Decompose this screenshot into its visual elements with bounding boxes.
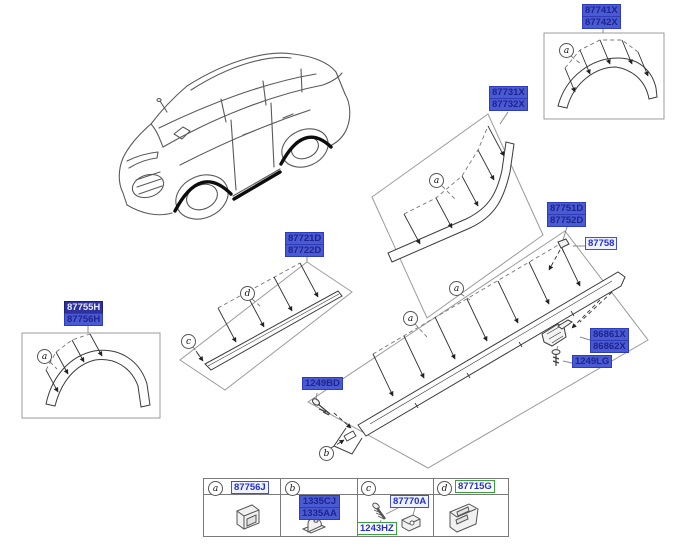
callout-a-sill-1: a: [449, 281, 464, 296]
part-label-bolt-1249lg[interactable]: 1249LG: [572, 355, 613, 368]
part-number[interactable]: 1335AA: [299, 507, 340, 520]
part-bracket-86861: [541, 291, 613, 366]
legend-icon-screw-clip-c: [372, 502, 421, 532]
part-label-quarter-garnish[interactable]: 87731X 87732X: [489, 86, 528, 111]
part-label-door-moulding[interactable]: 87721D 87722D: [285, 232, 325, 257]
part-label-1243hz[interactable]: 1243HZ: [357, 522, 397, 535]
panel-frames: [21, 32, 665, 469]
part-number[interactable]: 87752D: [547, 214, 587, 227]
callout-a-front-arch: a: [37, 349, 52, 364]
part-label-bracket[interactable]: 86861X 86862X: [590, 328, 629, 353]
part-label-87756j[interactable]: 87756J: [231, 481, 269, 494]
legend-header-divider: [204, 494, 508, 495]
part-label-sill-moulding[interactable]: 87751D 87752D: [547, 202, 587, 227]
part-bolt-1249bd: [311, 398, 352, 429]
car-highlighted-mouldings: [173, 135, 333, 213]
part-number[interactable]: 1249BD: [302, 377, 343, 390]
part-number[interactable]: 87732X: [489, 98, 528, 111]
part-label-clip-87758[interactable]: 87758: [585, 237, 618, 250]
part-number[interactable]: 87758: [585, 237, 618, 250]
part-number[interactable]: 86862X: [590, 340, 629, 353]
callout-a-quarter: a: [429, 173, 444, 188]
label-connectors: [87, 26, 604, 400]
part-label-bolt-1249bd[interactable]: 1249BD: [302, 377, 343, 390]
legend-key-b: b: [285, 481, 300, 496]
part-label-1335[interactable]: 1335CJ 1335AA: [299, 495, 340, 520]
legend-key-a: a: [208, 481, 223, 496]
part-number[interactable]: 87742X: [582, 16, 621, 29]
legend-divider: [433, 479, 434, 536]
part-label-87770a[interactable]: 87770A: [390, 495, 430, 508]
part-front-arch-garnish: [45, 333, 151, 408]
part-clip-87758: [548, 238, 570, 271]
callout-c-door: c: [181, 334, 196, 349]
part-rear-arch-garnish: [557, 39, 658, 109]
callout-a-sill-2: a: [403, 311, 418, 326]
callout-a-rear-arch: a: [559, 43, 574, 58]
legend-divider: [357, 479, 358, 536]
legend-icon-clip-d: [449, 503, 479, 533]
part-label-rear-arch-garnish[interactable]: 87741X 87742X: [582, 4, 621, 29]
part-number[interactable]: 1249LG: [572, 355, 613, 368]
legend-divider: [280, 479, 281, 536]
callout-b-sill: b: [319, 446, 334, 461]
legend-icon-clip-b: [301, 517, 327, 534]
hardware-legend-table: a b c d 87756J 1335CJ 1335AA 87770A 1243…: [203, 478, 509, 537]
callout-d-door: d: [240, 286, 255, 301]
legend-key-c: c: [361, 481, 376, 496]
part-quarter-garnish: [387, 125, 515, 263]
part-door-moulding: [192, 262, 343, 371]
legend-key-d: d: [437, 481, 452, 496]
car-illustration: [118, 52, 351, 220]
part-sill-moulding: [330, 243, 626, 455]
part-number[interactable]: 1335CJ: [299, 495, 340, 508]
part-label-front-arch-garnish[interactable]: 87755H 87756H: [64, 301, 104, 326]
part-label-87715g[interactable]: 87715G: [455, 480, 495, 493]
part-number[interactable]: 87722D: [285, 244, 325, 257]
legend-icon-clip-a: [236, 504, 260, 530]
part-number[interactable]: 87756H: [64, 313, 104, 326]
